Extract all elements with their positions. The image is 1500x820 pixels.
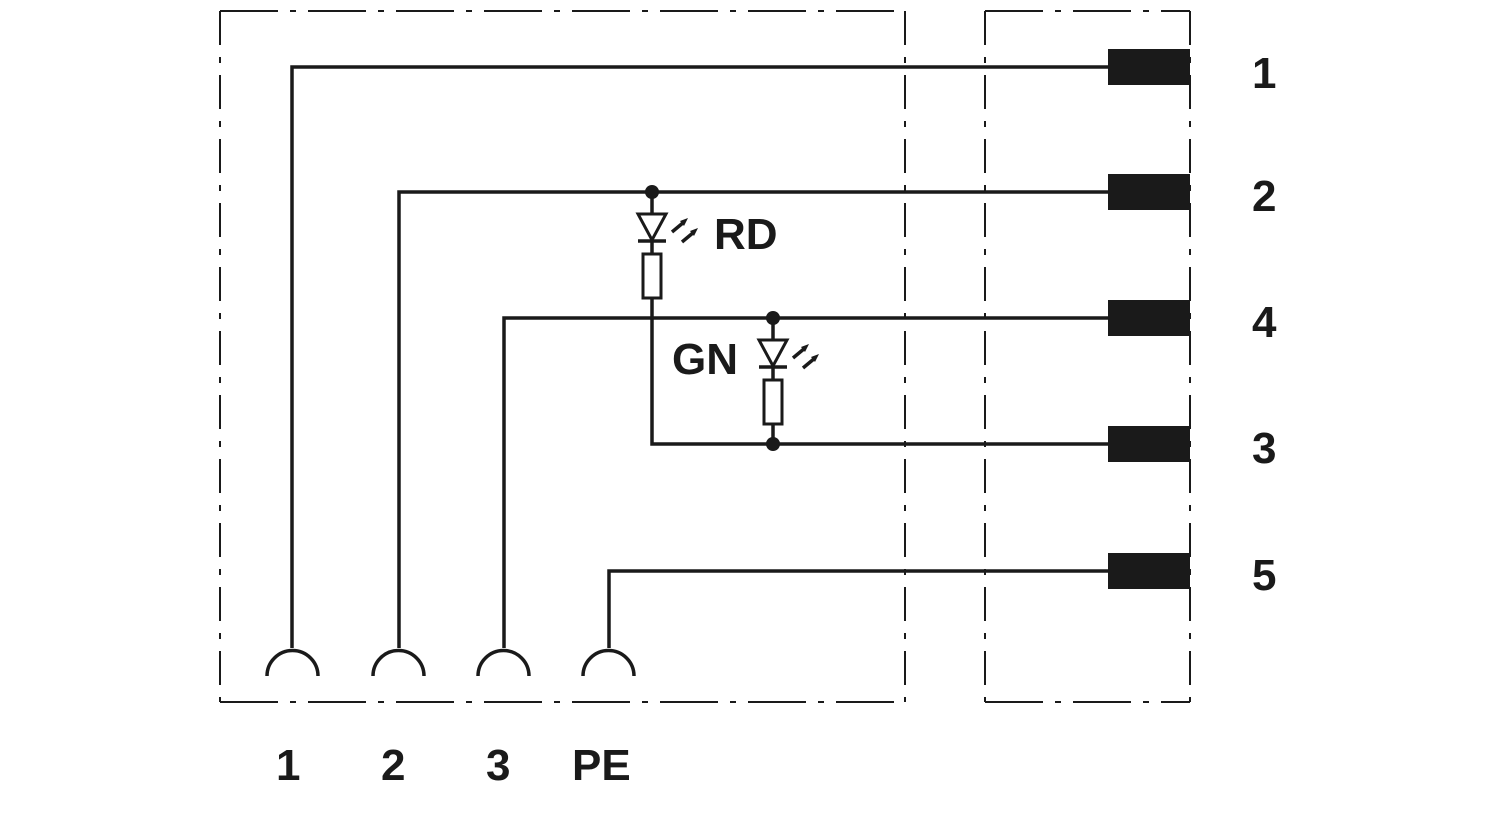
bottom-socket-contacts xyxy=(265,648,636,677)
led-red-label: RD xyxy=(714,210,778,259)
led-red-icon xyxy=(635,212,698,300)
junction-dots xyxy=(645,185,780,451)
bottom-socket-label: PE xyxy=(572,741,631,790)
pin-contact xyxy=(1108,426,1190,462)
junction-dot xyxy=(766,437,780,451)
bottom-socket-label: 3 xyxy=(486,741,510,790)
right-pin-labels: 1 2 4 3 5 xyxy=(1252,49,1277,600)
right-pin-label: 1 xyxy=(1252,49,1276,98)
wire-3 xyxy=(502,316,1110,648)
wire-1 xyxy=(290,65,1110,648)
right-pin-label: 5 xyxy=(1252,551,1276,600)
led-green-label: GN xyxy=(672,335,738,384)
socket-contact-icon xyxy=(265,648,320,677)
wire-2 xyxy=(397,190,1110,648)
socket-contact-icon xyxy=(581,648,636,677)
junction-dot xyxy=(645,185,659,199)
socket-contact-icon xyxy=(476,648,531,677)
pin-contact xyxy=(1108,300,1190,336)
right-pin-label: 4 xyxy=(1252,298,1277,347)
pin-contact xyxy=(1108,49,1190,85)
bottom-socket-label: 2 xyxy=(381,741,405,790)
right-pin-label: 3 xyxy=(1252,424,1276,473)
led-green-icon xyxy=(756,338,819,426)
bottom-socket-label: 1 xyxy=(276,741,300,790)
wire-pe xyxy=(607,569,1110,648)
bottom-socket-labels: 1 2 3 PE xyxy=(276,741,631,790)
housing-outline xyxy=(219,10,1191,703)
right-pin-contacts xyxy=(1108,49,1190,589)
right-pin-label: 2 xyxy=(1252,172,1276,221)
pin-contact xyxy=(1108,553,1190,589)
pin-contact xyxy=(1108,174,1190,210)
junction-dot xyxy=(766,311,780,325)
socket-contact-icon xyxy=(371,648,426,677)
